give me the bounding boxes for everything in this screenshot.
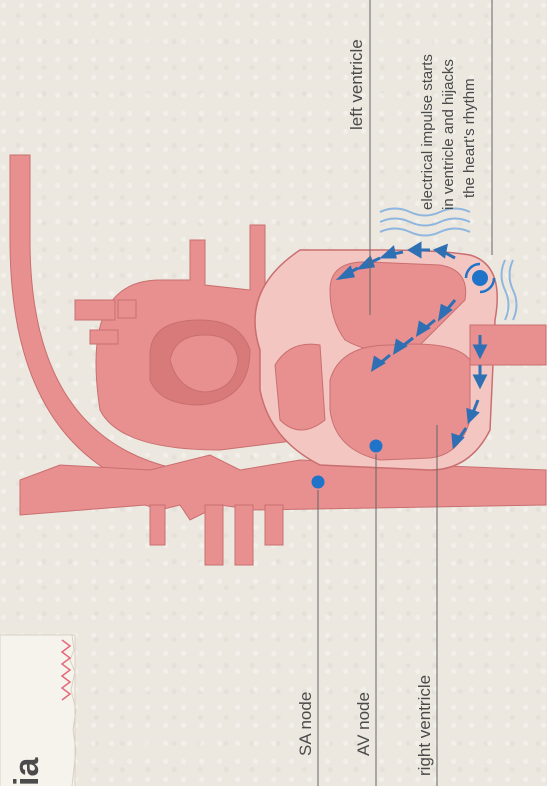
label-impulse-line1: electrical impulse starts [419,54,436,210]
sa-node-dot [312,476,325,489]
right-ventricle-chamber [330,344,470,460]
label-right-ventricle: right ventricle [415,675,434,776]
label-sa-node: SA node [296,692,315,756]
title-fragment: ia [8,757,46,786]
label-impulse-line3: the heart's rhythm [461,78,478,198]
label-av-node: AV node [354,692,373,756]
note-paper: ia [0,635,76,786]
av-node-dot [370,440,383,453]
label-impulse-line2: in ventricle and hijacks [440,59,457,210]
label-left-ventricle: left ventricle [347,39,366,130]
